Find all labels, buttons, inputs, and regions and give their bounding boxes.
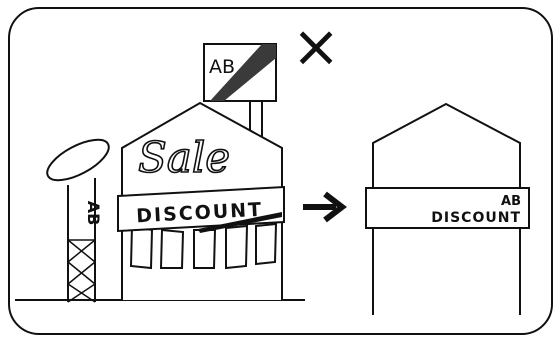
after-scene: AB DISCOUNT xyxy=(366,104,529,315)
window-sale-text: Sale xyxy=(138,133,230,182)
after-band-line2: DISCOUNT xyxy=(431,210,521,226)
pole-sign-disc xyxy=(41,132,114,189)
pole-sign: AB xyxy=(41,132,114,302)
after-band-line1: AB xyxy=(501,194,521,209)
transition-arrow-icon xyxy=(303,194,342,220)
prohibited-x-icon: × xyxy=(292,12,341,80)
before-scene: AB AB × Sale DISCOUNT xyxy=(41,12,340,302)
rooftop-sign-label: AB xyxy=(209,56,235,78)
pole-sign-label: AB xyxy=(84,201,103,226)
